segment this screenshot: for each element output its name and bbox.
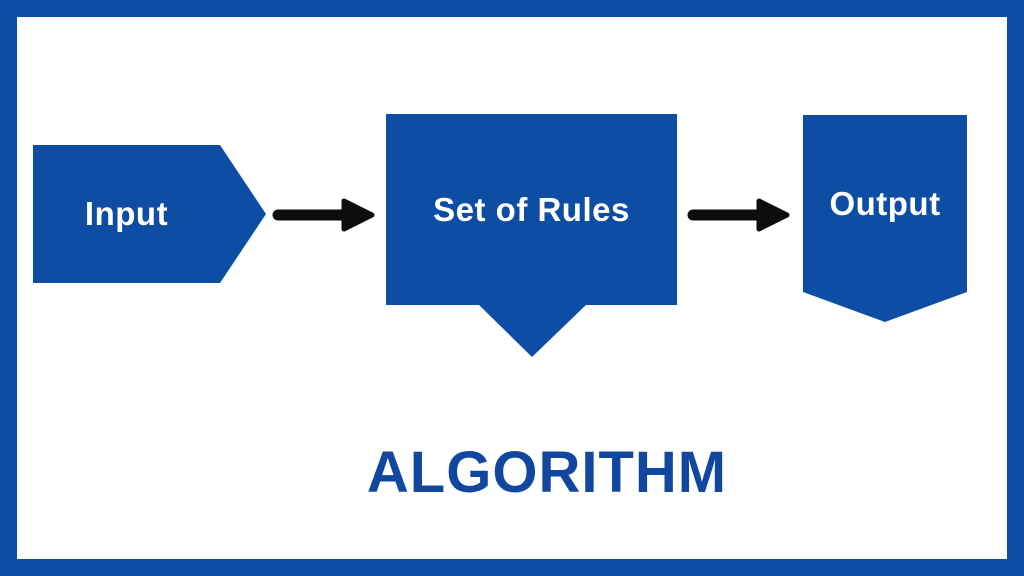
right-arrow-icon [687,198,790,232]
output-shape: Output [803,115,967,322]
input-label: Input [84,195,169,232]
pentagon-right-icon [33,145,266,283]
flow-arrow-input-to-rules [272,193,378,242]
pennant-down-icon [803,115,967,322]
flow-arrow-rules-to-output [687,193,793,242]
set-of-rules-label: Set of Rules [433,190,630,228]
right-arrow-icon [272,198,375,232]
input-shape: Input [33,145,266,283]
speech-bubble-down-icon [386,114,677,357]
output-label: Output [829,184,941,222]
set-of-rules-shape: Set of Rules [386,114,677,357]
algorithm-title: ALGORITHM [366,440,728,505]
